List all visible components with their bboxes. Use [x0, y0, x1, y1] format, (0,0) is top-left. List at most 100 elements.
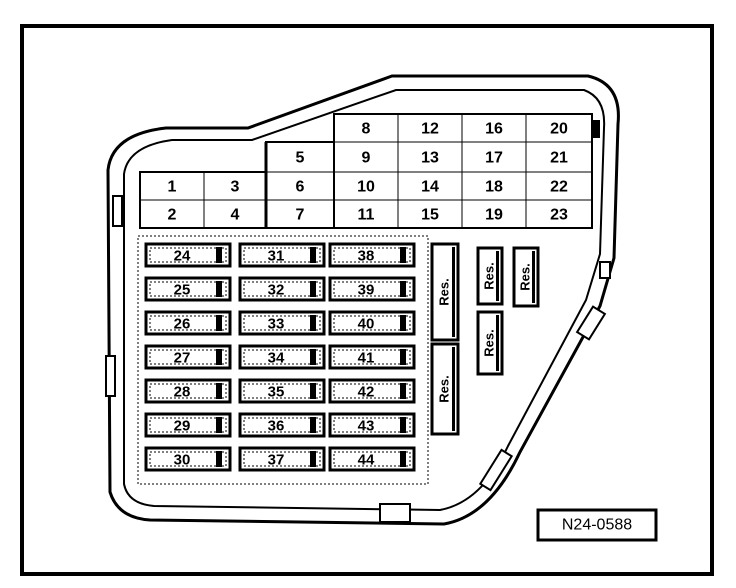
fuse-inner	[333, 281, 411, 297]
fuse-inner	[333, 417, 411, 433]
fuse: 30	[144, 446, 232, 472]
fuse-label: 37	[268, 452, 285, 469]
relay-cell-label: 19	[485, 207, 503, 224]
fuse-body	[328, 446, 416, 472]
fuse-body	[144, 412, 232, 438]
fuse-body	[238, 412, 326, 438]
fuse-body	[328, 344, 416, 370]
mounting-tab-left-upper	[112, 195, 123, 227]
fuse-body	[328, 412, 416, 438]
fuse-body	[238, 276, 326, 302]
fuse-body	[238, 310, 326, 336]
fuse-inner	[243, 451, 321, 467]
relay-cell-label: 16	[485, 121, 503, 138]
fuse-terminal	[216, 349, 222, 365]
relay-cell-label: 6	[296, 179, 305, 196]
fuse-body	[144, 276, 232, 302]
fuse-label: 34	[268, 350, 285, 367]
fuse-label: 41	[358, 350, 375, 367]
fuse-label: 28	[174, 384, 191, 401]
reference-label-box	[536, 508, 658, 542]
relay-cell-label: 10	[357, 179, 375, 196]
fuse-label: 33	[268, 316, 285, 333]
fuse-body	[238, 446, 326, 472]
reserve-fuse: Res.	[430, 342, 460, 436]
relay-cell-label: 18	[485, 179, 503, 196]
reserve-fuse: Res.	[430, 242, 460, 342]
fuse-body	[144, 242, 232, 268]
relay-cell-label: 5	[296, 150, 305, 167]
fuse-label: 32	[268, 282, 285, 299]
relay-cell-label: 7	[296, 207, 305, 224]
fuse-body	[328, 378, 416, 404]
fuse-inner	[149, 383, 227, 399]
reserve-fuse-edge	[452, 347, 455, 431]
reference-label: N24-0588	[562, 517, 632, 534]
fuse-label: 25	[174, 282, 191, 299]
reserve-fuse-edge	[452, 247, 455, 337]
fuse: 27	[144, 344, 232, 370]
fuse-label: 27	[174, 350, 191, 367]
relay-cell-label: 4	[231, 207, 240, 224]
relay-cell-label: 21	[550, 150, 568, 167]
fuse-terminal	[400, 383, 406, 399]
fuse-terminal	[310, 247, 316, 263]
fuse: 41	[328, 344, 416, 370]
fuse-body	[144, 378, 232, 404]
fuse: 26	[144, 310, 232, 336]
fuse-inner	[243, 349, 321, 365]
fuse: 34	[238, 344, 326, 370]
fuse-terminal	[216, 281, 222, 297]
fuse-inner	[333, 451, 411, 467]
reserve-fuse-edge	[496, 315, 499, 371]
fuse-inner	[243, 417, 321, 433]
mounting-tab-right-lower	[478, 448, 514, 492]
relay-cell-label: 14	[421, 179, 439, 196]
fuse-terminal	[216, 451, 222, 467]
fuse: 39	[328, 276, 416, 302]
fuse: 43	[328, 412, 416, 438]
fuse-inner	[149, 315, 227, 331]
relay-cell-label: 11	[358, 207, 375, 224]
fuse: 42	[328, 378, 416, 404]
fuse-terminal	[400, 417, 406, 433]
mounting-tab-right-upper	[592, 120, 600, 138]
fuse-label: 43	[358, 418, 375, 435]
fuse-inner	[149, 417, 227, 433]
fuse-terminal	[400, 451, 406, 467]
reserve-fuse-label: Res.	[437, 278, 452, 305]
relay-cell-label: 9	[362, 150, 371, 167]
fuse: 44	[328, 446, 416, 472]
fuse: 31	[238, 242, 326, 268]
fuse-inner	[243, 383, 321, 399]
relay-cell	[525, 199, 593, 229]
fuse: 35	[238, 378, 326, 404]
relay-cell-label: 23	[550, 207, 568, 224]
fuse-inner	[333, 315, 411, 331]
fuse-columns: 2425262728293031323334353637383940414243…	[137, 235, 429, 485]
reserve-fuse-label: Res.	[437, 375, 452, 402]
fuse-terminal	[310, 383, 316, 399]
mounting-tab-right-clip	[575, 305, 607, 341]
fuse-terminal	[400, 349, 406, 365]
fuse-terminal	[310, 349, 316, 365]
fuse-terminal	[310, 451, 316, 467]
fuse-terminal	[216, 247, 222, 263]
fuse-label: 29	[174, 418, 191, 435]
reserve-fuses: Res.Res.Res.Res.Res.	[430, 242, 540, 436]
fuse-inner	[243, 315, 321, 331]
fuse-label: 38	[358, 248, 375, 265]
relay-cell-label: 13	[421, 150, 439, 167]
fuse-body	[238, 378, 326, 404]
fuse-body	[144, 344, 232, 370]
fuse: 33	[238, 310, 326, 336]
relay-cell-label: 2	[168, 207, 177, 224]
fuse: 32	[238, 276, 326, 302]
fuse-label: 26	[174, 316, 191, 333]
reserve-fuse-label: Res.	[518, 263, 533, 290]
fuse-body	[238, 242, 326, 268]
reserve-fuse-label: Res.	[482, 262, 497, 289]
fuse-inner	[243, 247, 321, 263]
